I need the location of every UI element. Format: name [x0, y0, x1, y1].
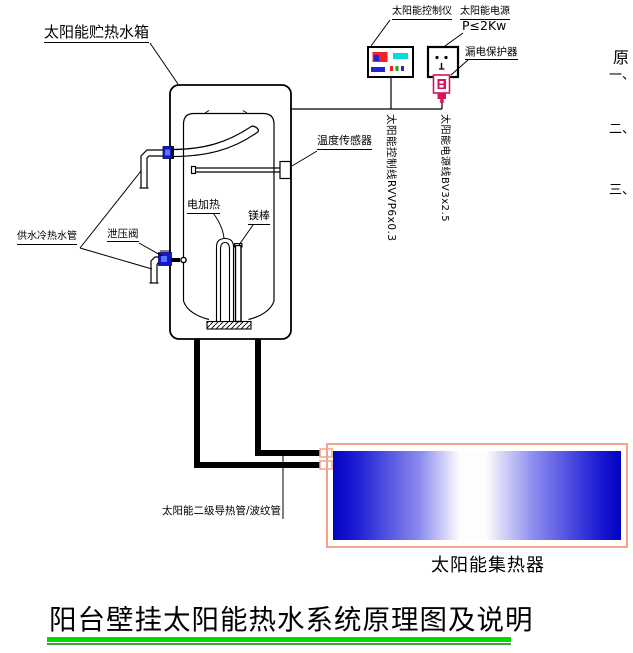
collector-outlet-stub [319, 460, 333, 470]
controller-label: 太阳能控制仪 [392, 6, 452, 20]
leader-controller [370, 19, 391, 47]
leader-tank [149, 42, 179, 85]
temp-sensor-label: 温度传感器 [317, 134, 372, 150]
wall-flange [171, 146, 174, 159]
heat-transfer-pipes [194, 339, 320, 468]
leakage-protector-plug [432, 74, 451, 103]
magnesium-rod-label: 镁棒 [248, 209, 270, 225]
leader-mg-rod [238, 224, 254, 246]
leader-lines [79, 19, 469, 519]
electric-wires [290, 77, 443, 110]
power-wire-label: 太阳能电源线BV3x2.5 [439, 114, 450, 223]
storage-tank [169, 84, 292, 340]
tank-outer-shell [169, 84, 292, 340]
leader-supply-upper [79, 170, 142, 249]
relief-valve-label: 泄压阀 [107, 228, 139, 243]
leader-supply-lower [79, 247, 153, 270]
pipe-left [194, 339, 320, 468]
hot-water-outlet-pipe [171, 125, 260, 158]
collector-absorber [333, 451, 621, 540]
leader-heater [212, 212, 225, 239]
controller-display-cyan [393, 53, 408, 59]
tank-lid-ticks [204, 110, 248, 114]
title-underline-bright [47, 637, 511, 642]
solar-collector [319, 443, 628, 548]
controller-box [367, 46, 414, 78]
supply-pipe-label: 供水冷热水管 [17, 231, 77, 245]
pipe-right [255, 339, 320, 456]
power-label: 太阳能电源 [460, 6, 510, 20]
power-rating-label: P≤2Kw [462, 18, 507, 33]
tank-inner-vessel [182, 112, 275, 321]
sensor-end-cap [190, 165, 197, 175]
collector-label: 太阳能集热器 [431, 555, 545, 576]
leader-temp-sensor [291, 150, 318, 167]
controller-display-red [372, 52, 388, 62]
collector-inlet-stub [319, 448, 333, 458]
leakage-protector-label: 漏电保护器 [465, 46, 518, 61]
secondary-pipe-label: 太阳能二级导热管/波纹管 [162, 505, 282, 517]
margin-note: 一、 [609, 68, 633, 83]
electric-heater [215, 237, 235, 322]
pipe-cap-nut [180, 256, 187, 264]
temperature-sensor [190, 160, 292, 180]
margin-note: 二、 [609, 122, 633, 137]
sensor-head [279, 160, 292, 180]
tank-label: 太阳能贮热水箱 [44, 23, 150, 44]
supply-pipe-upper [139, 146, 174, 189]
margin-note: 原 [613, 48, 630, 67]
control-wire-label: 太阳能控制线RVVP6x0.3 [385, 114, 397, 242]
magnesium-rod [234, 243, 243, 323]
page-title: 阳台壁挂太阳能热水系统原理图及说明 [49, 604, 534, 636]
heater-flange [206, 320, 252, 330]
margin-note: 三、 [609, 183, 633, 198]
title-underline-dark [47, 642, 511, 645]
leader-power [444, 32, 464, 47]
leader-relief-valve [138, 242, 163, 257]
leader-leakage [450, 59, 469, 76]
electric-heater-label: 电加热 [187, 198, 220, 214]
